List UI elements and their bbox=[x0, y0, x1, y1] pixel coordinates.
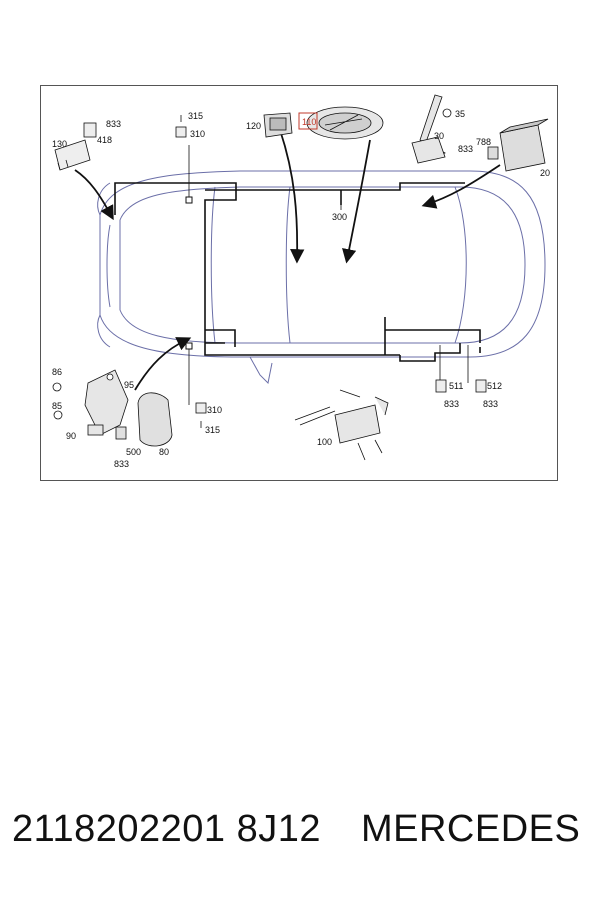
callout-833: 833 bbox=[114, 459, 129, 469]
diagram-frame bbox=[40, 85, 558, 481]
connector-marker bbox=[185, 342, 193, 350]
wiring-diagram: 130 418 833 315 310 120 110 35 30 788 83… bbox=[52, 94, 550, 469]
callout-lines bbox=[188, 145, 469, 405]
component-86-95-85-90 bbox=[52, 369, 129, 436]
brand-name: MERCEDES bbox=[360, 808, 581, 850]
callout-labels: 130 418 833 315 310 120 110 35 30 788 83… bbox=[52, 109, 550, 469]
component-310-315-bottom bbox=[195, 402, 207, 428]
callout-35: 35 bbox=[455, 109, 465, 119]
callout-833: 833 bbox=[106, 119, 121, 129]
pointer-arrows bbox=[74, 129, 501, 391]
callout-300: 300 bbox=[332, 212, 347, 222]
component-80-500 bbox=[115, 392, 173, 447]
component-315-310-top bbox=[175, 115, 187, 138]
callout-85: 85 bbox=[52, 401, 62, 411]
callout-110: 110 bbox=[302, 117, 316, 127]
callout-86: 86 bbox=[52, 367, 62, 377]
component-120 bbox=[263, 112, 293, 138]
component-100-control-unit bbox=[294, 389, 389, 461]
callout-130: 130 bbox=[52, 139, 67, 149]
callout-418: 418 bbox=[97, 135, 112, 145]
car-outline bbox=[97, 170, 546, 385]
callout-833: 833 bbox=[458, 144, 473, 154]
callout-315: 315 bbox=[205, 425, 220, 435]
callout-30: 30 bbox=[434, 131, 444, 141]
callout-833: 833 bbox=[483, 399, 498, 409]
component-110-dome-light bbox=[306, 106, 384, 140]
callout-511: 511 bbox=[449, 381, 463, 391]
callout-95: 95 bbox=[124, 380, 134, 390]
component-130-418 bbox=[54, 122, 97, 171]
callout-833: 833 bbox=[444, 399, 459, 409]
callout-20: 20 bbox=[540, 168, 550, 178]
callout-315: 315 bbox=[188, 111, 203, 121]
callout-90: 90 bbox=[66, 431, 76, 441]
part-caption: 2118202201 8J12 MERCEDES bbox=[12, 808, 592, 851]
callout-512: 512 bbox=[487, 381, 502, 391]
highlight-box-110 bbox=[298, 112, 318, 130]
connector-marker bbox=[185, 196, 193, 204]
wiring-harness bbox=[114, 182, 481, 362]
component-511 bbox=[435, 379, 447, 393]
callout-500: 500 bbox=[126, 447, 141, 457]
callout-788: 788 bbox=[476, 137, 491, 147]
component-20-788-833 bbox=[487, 118, 549, 172]
callout-120: 120 bbox=[246, 121, 261, 131]
component-30-35 bbox=[411, 94, 452, 164]
callout-100: 100 bbox=[317, 437, 332, 447]
component-512 bbox=[475, 379, 487, 393]
callout-310: 310 bbox=[207, 405, 222, 415]
callout-310: 310 bbox=[190, 129, 205, 139]
callout-80: 80 bbox=[159, 447, 169, 457]
part-number: 2118202201 8J12 bbox=[12, 808, 321, 850]
